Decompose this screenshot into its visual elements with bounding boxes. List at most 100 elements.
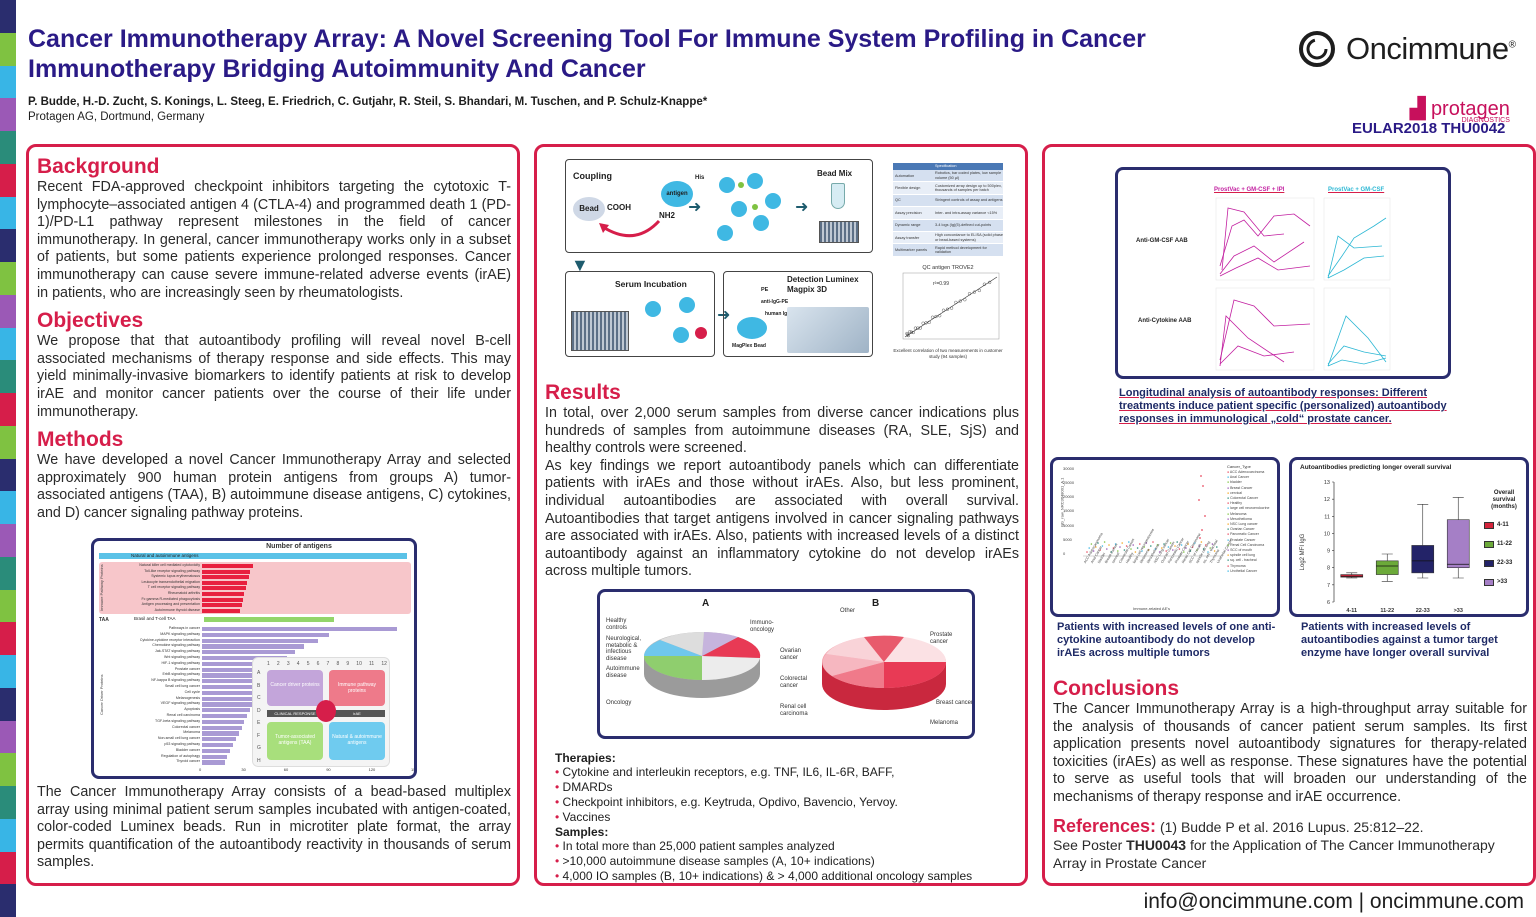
scatter-legend-label: spindle cell lung (1230, 553, 1255, 558)
scatter-legend-dot: ● (1227, 480, 1231, 485)
scatter-y-tick: 10000 (1063, 522, 1075, 528)
antigen-bar-row: Rheumatoid arthritis (94, 591, 414, 597)
scatter-point (1163, 543, 1165, 545)
spec-row-label: Assay transfer (895, 235, 920, 240)
scatter-point (1123, 549, 1126, 551)
antigen-bar (202, 719, 245, 725)
antigen-bar-row: Fc gamma R-mediated phagocytosis (94, 597, 414, 603)
antigen-bar (202, 650, 296, 655)
references-heading: References: (1053, 815, 1157, 836)
antigen-bar-label: Bladder cancer (175, 747, 200, 752)
protagen-sub: DIAGNOSTICS (1461, 117, 1510, 124)
scatter-point (1119, 546, 1121, 548)
qc-point (972, 290, 976, 294)
pie-b-slice-label: Prostate cancer (930, 632, 953, 645)
therapy-item: Vaccines (555, 810, 1015, 825)
spec-row-value: Customized array design up to 500plex, t… (935, 183, 1002, 193)
qc-point (909, 330, 914, 334)
antigen-bar-row: Cytokine-cytokine receptor interaction (94, 638, 414, 644)
plate-row-label: B (257, 682, 261, 689)
boxplot-ylabel: Log2 MFI IgG (1300, 533, 1306, 570)
qc-point (977, 288, 981, 293)
boxplot-caption: Patients with increased levels of autoan… (1301, 621, 1498, 659)
scatter-legend-dot: ● (1227, 511, 1231, 516)
scatter-point (1213, 550, 1216, 552)
microtiter-plate-icon (571, 311, 629, 351)
spec-row-label: Dynamic range (895, 223, 921, 228)
plate-column-label: 9 (346, 661, 350, 667)
scatter-legend-label: Mesothelioma (1230, 516, 1252, 521)
arrow-icon-2: ➜ (795, 199, 809, 216)
antigen-bar (202, 760, 225, 765)
pie-b (822, 635, 947, 710)
scatter-point (1106, 548, 1108, 550)
scatter-point (1156, 544, 1159, 546)
boxplot-legend-swatch (1484, 560, 1494, 567)
qc-point (921, 321, 925, 325)
plate-row-label: D (257, 707, 261, 714)
antigen-bar (202, 702, 253, 707)
antigen-bar-label: TGF-beta signaling pathway (155, 718, 200, 723)
scatter-point (1161, 547, 1163, 549)
boxplot-y-tick: 7 (1327, 583, 1330, 589)
scatter-point (1136, 547, 1139, 549)
antigen-bar (202, 714, 248, 719)
protagen-text: protagen (1430, 98, 1510, 120)
scatter-point (1158, 551, 1161, 553)
scatter-legend-dot: ● (1227, 563, 1231, 568)
qc-point (967, 292, 972, 296)
therapy-item: DMARDs (555, 780, 1015, 795)
qc-point (934, 314, 938, 319)
antigen-bar-row: HIF-1 signaling pathway (94, 661, 414, 667)
antigen-bar-row: Autoimmune thyroid disease (94, 608, 414, 614)
boxplot-x-tick: >33 (1454, 608, 1463, 614)
group-natural-bar: Natural and autoimmune antigens (99, 553, 407, 559)
see-poster-text: See Poster (1053, 836, 1123, 853)
scatter-point (1200, 475, 1202, 477)
pie-a-slice-label: Healthy controls (606, 618, 628, 631)
scatter-point (1178, 548, 1181, 550)
boxplot-y-tick: 6 (1327, 600, 1330, 606)
scatter-point (1097, 542, 1099, 544)
antigen-bar (202, 592, 245, 597)
antigen-bar-label: T cell receptor signaling pathway (147, 585, 200, 590)
scatter-legend-dot: ● (1227, 506, 1231, 511)
scatter-point (1112, 547, 1115, 549)
scatter-point (1125, 545, 1128, 547)
therapy-item: Cytokine and interleukin receptors, e.g.… (555, 765, 1015, 780)
qc-point (918, 326, 922, 330)
sample-item: >10,000 autoimmune disease samples (A, 1… (555, 854, 1015, 869)
protagen-logo: ▟ protagen DIAGNOSTICS (1410, 98, 1510, 124)
scatter-point (1187, 543, 1189, 545)
plate-column-label: 4 (296, 661, 300, 667)
antigen-bar-label: ErbB signaling pathway (162, 672, 200, 677)
plate-column-label: 5 (306, 661, 310, 667)
qc-point (941, 308, 946, 312)
boxplot-legend-label: 22-33 (1497, 560, 1513, 566)
scatter-legend-dot: ● (1227, 501, 1231, 506)
side-color-stripe (0, 0, 16, 917)
scatter-point (1130, 548, 1132, 550)
spec-row-value: Stringent controls of assay and antigens (935, 198, 1003, 203)
scatter-point (1176, 541, 1178, 543)
plate-row-label: C (257, 695, 261, 702)
boxplot-y-tick: 10 (1324, 531, 1330, 537)
cooh-label: COOH (607, 203, 631, 212)
scatter-point (1189, 550, 1192, 552)
scatter-point (1099, 549, 1101, 551)
antigen-bar (202, 564, 253, 569)
taa-label: TAA (99, 617, 109, 623)
qc-point (982, 282, 987, 286)
therapies-list: Cytokine and interleukin receptors, e.g.… (555, 765, 1015, 825)
scatter-y-tick: 0 (1063, 550, 1066, 556)
irae-label: irAE (329, 710, 385, 717)
boxplot-figure: Autoantibodies predicting longer overall… (1289, 457, 1529, 617)
antigen-bar-row: T cell receptor signaling pathway (94, 585, 414, 591)
scatter-legend-dot: ● (1227, 470, 1230, 474)
plate-column-label: 6 (316, 661, 320, 667)
scatter-point (1204, 515, 1206, 517)
scatter-point (1154, 548, 1156, 550)
scatter-point (1101, 545, 1104, 547)
